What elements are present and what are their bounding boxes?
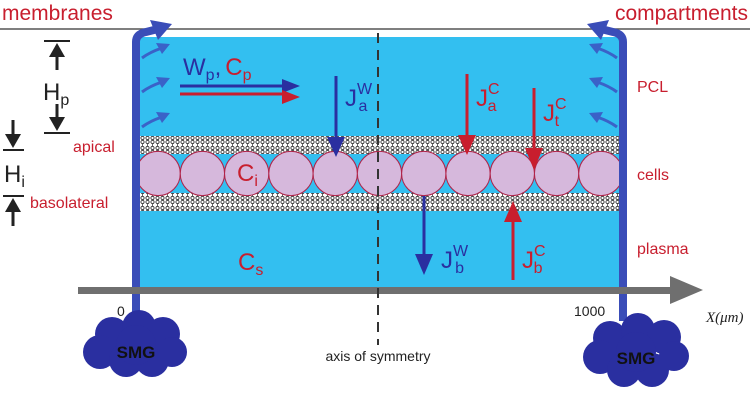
secretion-arrowhead — [589, 43, 603, 54]
epithelial-cell — [533, 150, 580, 197]
membranes-header: membranes — [2, 2, 113, 25]
right-smg-gland-icon — [583, 313, 689, 387]
epithelial-cell — [312, 150, 358, 197]
basolateral-label: basolateral — [30, 195, 108, 212]
water-flow-arrowhead — [282, 79, 300, 93]
epithelial-cell — [578, 150, 624, 197]
hp-label: Hp — [43, 79, 69, 109]
jbc-arrow — [504, 201, 522, 280]
epithelial-cells — [135, 150, 624, 197]
cells-label: cells — [637, 167, 669, 184]
secretion-arrowhead — [156, 112, 170, 123]
right-gland-duct-wall — [600, 25, 627, 321]
epithelial-cell — [401, 150, 447, 197]
apical-membrane — [136, 136, 623, 154]
compartments-header: compartments — [615, 2, 748, 25]
secretion-arrowhead — [156, 43, 170, 54]
ci-label: Ci — [237, 160, 258, 190]
left-flow-arrowhead — [150, 20, 172, 40]
epithelial-cell — [268, 150, 314, 197]
flow-label: Wp,Cp — [183, 54, 252, 84]
left-smg-gland-icon — [83, 310, 187, 377]
axis-title: X(μm) — [705, 310, 744, 326]
right-flow-arrowhead — [587, 20, 609, 40]
basolateral-membrane — [136, 193, 623, 211]
axis-end-label: 1000 — [574, 303, 605, 319]
axis-start-label: 0 — [117, 303, 125, 319]
left-smg-label: SMG — [117, 343, 156, 362]
jbw-arrow — [415, 196, 433, 275]
secretion-arrowhead — [156, 77, 170, 88]
pcl-label: PCL — [637, 79, 668, 96]
epithelial-cell — [356, 150, 403, 197]
right-smg-label: SMG — [617, 349, 656, 368]
left-gland-duct-wall — [132, 25, 159, 321]
hi-label: Hi — [4, 161, 25, 191]
apical-label: apical — [73, 139, 115, 156]
plasma-label: plasma — [637, 241, 689, 258]
jtc-arrow — [525, 88, 543, 170]
hp-bracket — [44, 40, 70, 134]
cs-label: Cs — [238, 249, 263, 279]
jac-arrow — [458, 74, 476, 155]
secretion-arrowhead — [589, 77, 603, 88]
symmetry-axis-label: axis of symmetry — [325, 348, 430, 364]
epithelial-cell — [179, 150, 226, 197]
jaw-arrow — [327, 76, 345, 157]
solute-flow-arrowhead — [282, 90, 300, 104]
epithelial-cell — [489, 150, 535, 197]
epithelial-cell — [445, 150, 491, 197]
x-axis-bar — [78, 287, 682, 294]
epithelial-cell — [135, 150, 181, 197]
x-axis-arrowhead — [670, 276, 703, 304]
hi-bracket — [3, 120, 24, 226]
secretion-arrowhead — [589, 112, 603, 123]
